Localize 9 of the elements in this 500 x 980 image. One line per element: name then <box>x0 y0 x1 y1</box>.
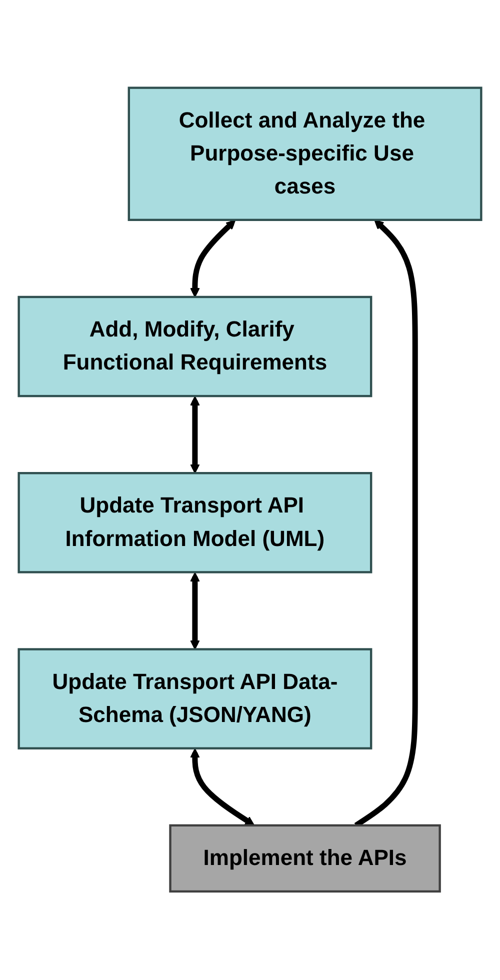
arrow <box>190 572 200 650</box>
arrow <box>190 220 236 298</box>
arrow <box>190 748 255 826</box>
arrow <box>190 396 200 474</box>
node-box: Collect and Analyze the Purpose-specific Use cases <box>128 87 482 222</box>
node-box: Update Transport API Information Model (UML) <box>18 472 372 574</box>
node-box: Add, Modify, Clarify Functional Requirements <box>18 296 372 398</box>
node-box: Update Transport API Data-Schema (JSON/YANG) <box>18 648 372 750</box>
node-box: Implement the APIs <box>169 824 441 893</box>
